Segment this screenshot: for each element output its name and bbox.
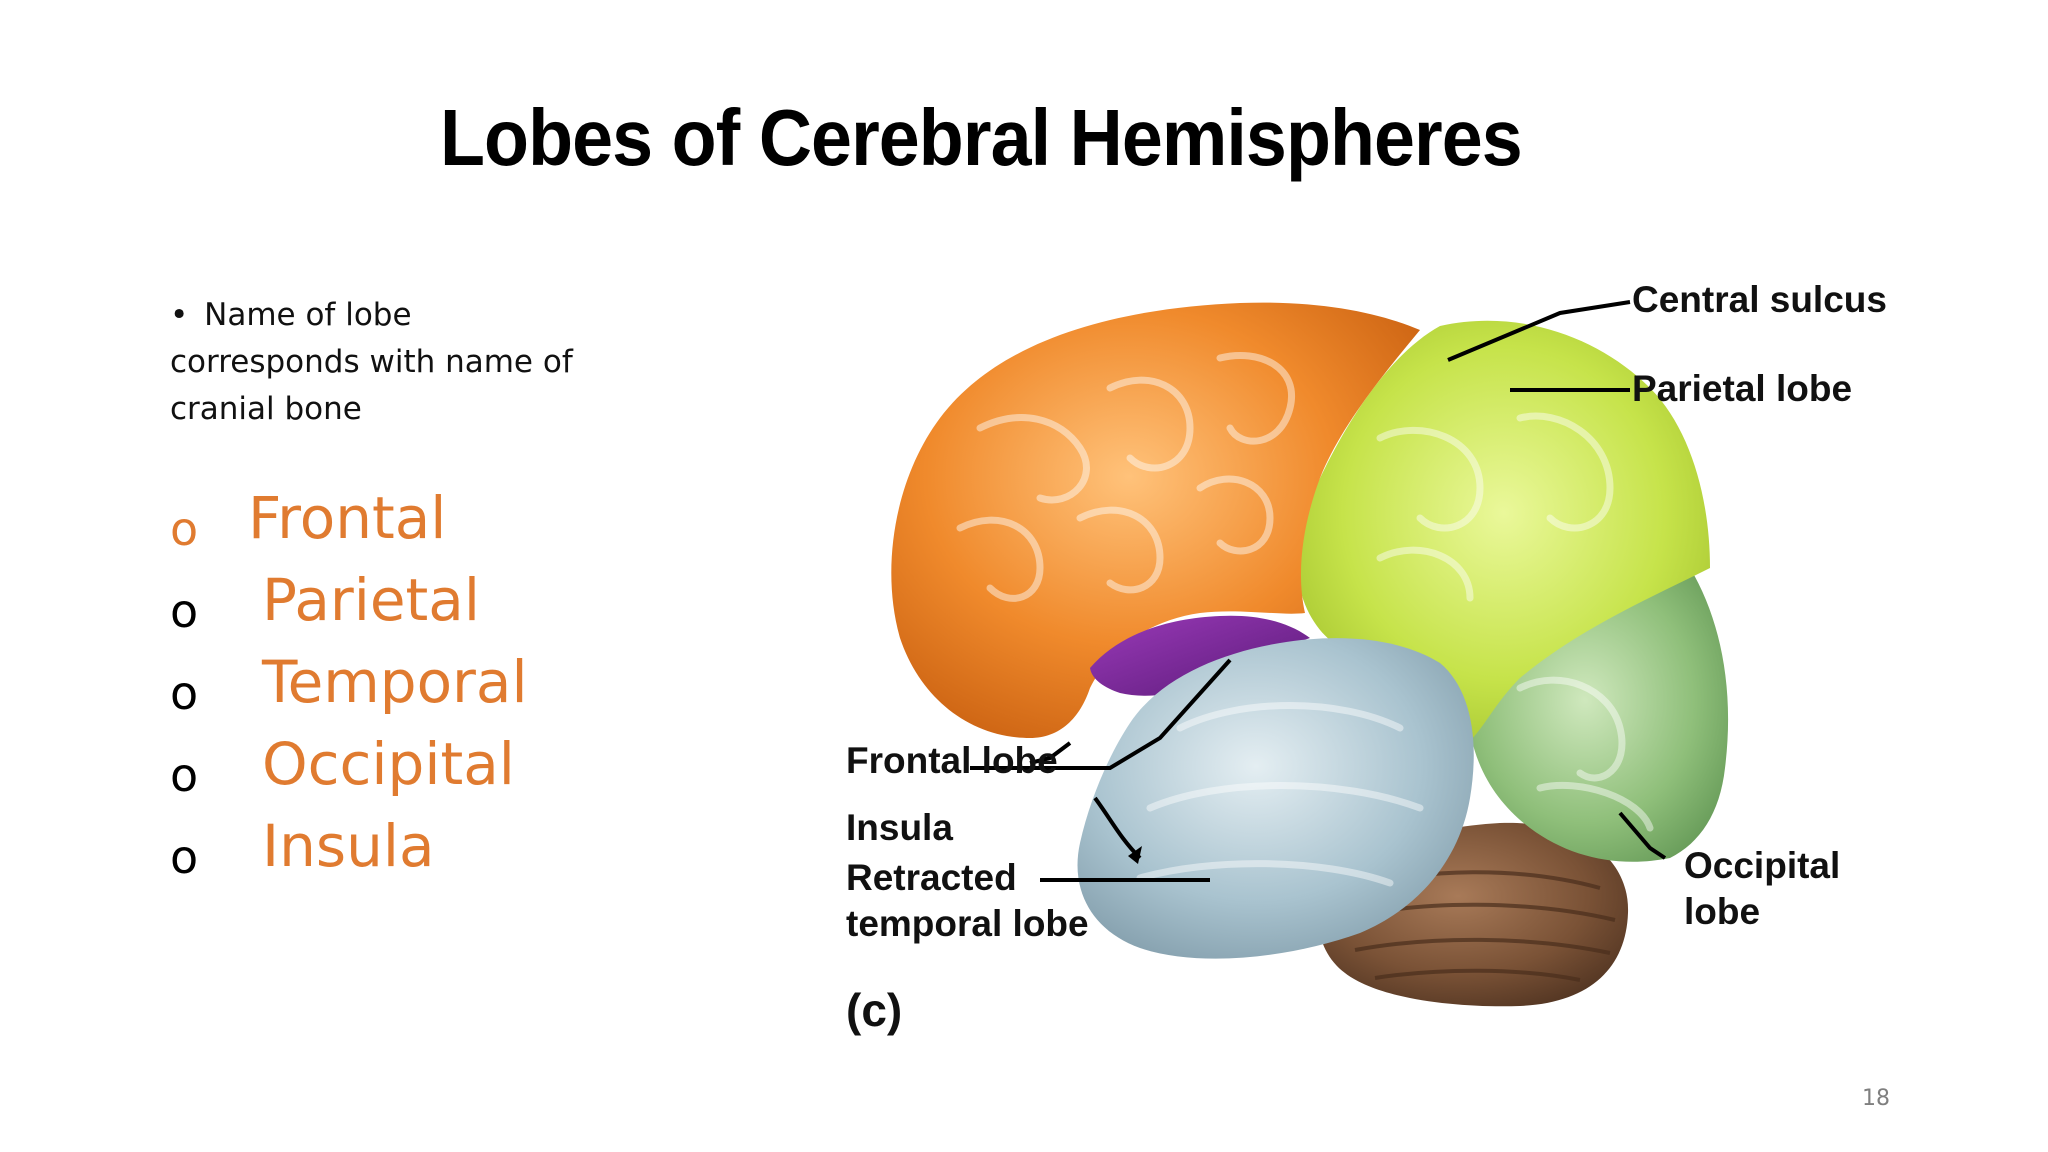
label-central-sulcus: Central sulcus: [1632, 279, 1887, 320]
lobe-name-insula: Insula: [262, 812, 435, 880]
label-insula: Insula: [846, 807, 953, 848]
leader-lines: [970, 300, 1667, 882]
bullet-dot: •: [170, 297, 189, 333]
page-number: 18: [1862, 1086, 1890, 1111]
frontal-lobe-region: [891, 302, 1420, 738]
parietal-lobe-region: [1297, 320, 1710, 748]
label-occipital-line1: Occipital: [1684, 845, 1840, 886]
label-retracted-line1: Retracted: [846, 857, 1017, 898]
brain-gyri-texture: [956, 351, 1654, 887]
list-marker: o: [170, 502, 199, 556]
brain-diagram: Central sulcus Parietal lobe Frontal lob…: [846, 279, 1887, 1036]
lobe-name-frontal: Frontal: [248, 484, 447, 552]
list-marker: o: [170, 584, 199, 638]
note-text: Name of lobe corresponds with name of cr…: [170, 297, 573, 427]
occipital-lobe-leader: [1618, 811, 1667, 860]
arrow-head-icon: [1128, 846, 1142, 864]
slide-title: Lobes of Cerebral Hemispheres: [440, 93, 1523, 182]
insula-leader: [970, 658, 1232, 770]
label-retracted-line2: temporal lobe: [846, 903, 1089, 944]
list-marker: o: [170, 830, 199, 884]
label-panel-c: (c): [846, 984, 902, 1036]
frontal-lobe-leader: [1029, 741, 1072, 765]
list-marker: o: [170, 748, 199, 802]
lobe-name-parietal: Parietal: [262, 566, 480, 634]
list-marker: o: [170, 666, 199, 720]
lobe-name-temporal: Temporal: [262, 648, 528, 716]
insula-region: [1090, 615, 1310, 696]
note-text-block: • Name of lobe corresponds with name of …: [170, 292, 600, 433]
lobe-name-occipital: Occipital: [262, 730, 515, 798]
label-frontal-lobe: Frontal lobe: [846, 740, 1058, 781]
label-occipital-line2: lobe: [1684, 891, 1760, 932]
label-parietal-lobe: Parietal lobe: [1632, 368, 1852, 409]
central-sulcus-leader: [1447, 300, 1631, 362]
